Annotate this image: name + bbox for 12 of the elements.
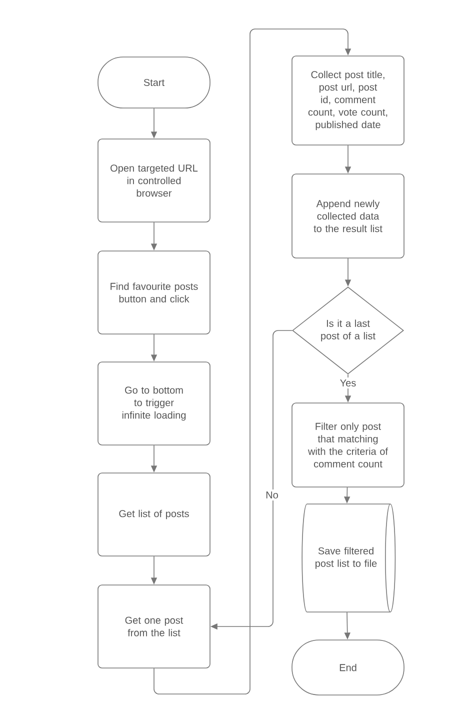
process-box: Open targeted URL in controlled browser xyxy=(98,138,210,222)
process-box: Find favourite posts button and click xyxy=(98,250,210,334)
storage-cylinder: Save filtered post list to file xyxy=(302,504,396,612)
process-box: Get one post from the list xyxy=(98,584,210,668)
process-box: Filter only post that matching with the criteria of comment count xyxy=(292,402,404,488)
process-box: Go to bottom to trigger infinite loading xyxy=(98,362,210,446)
edge-label: Yes xyxy=(338,378,358,388)
process-box: Append newly collected data to the result list xyxy=(292,174,404,258)
edge-label: No xyxy=(264,490,280,500)
process-box: Collect post title, post url, post id, comment count, vote count, published date xyxy=(292,56,404,146)
arrow xyxy=(154,28,352,694)
process-box: Get list of posts xyxy=(98,472,210,556)
